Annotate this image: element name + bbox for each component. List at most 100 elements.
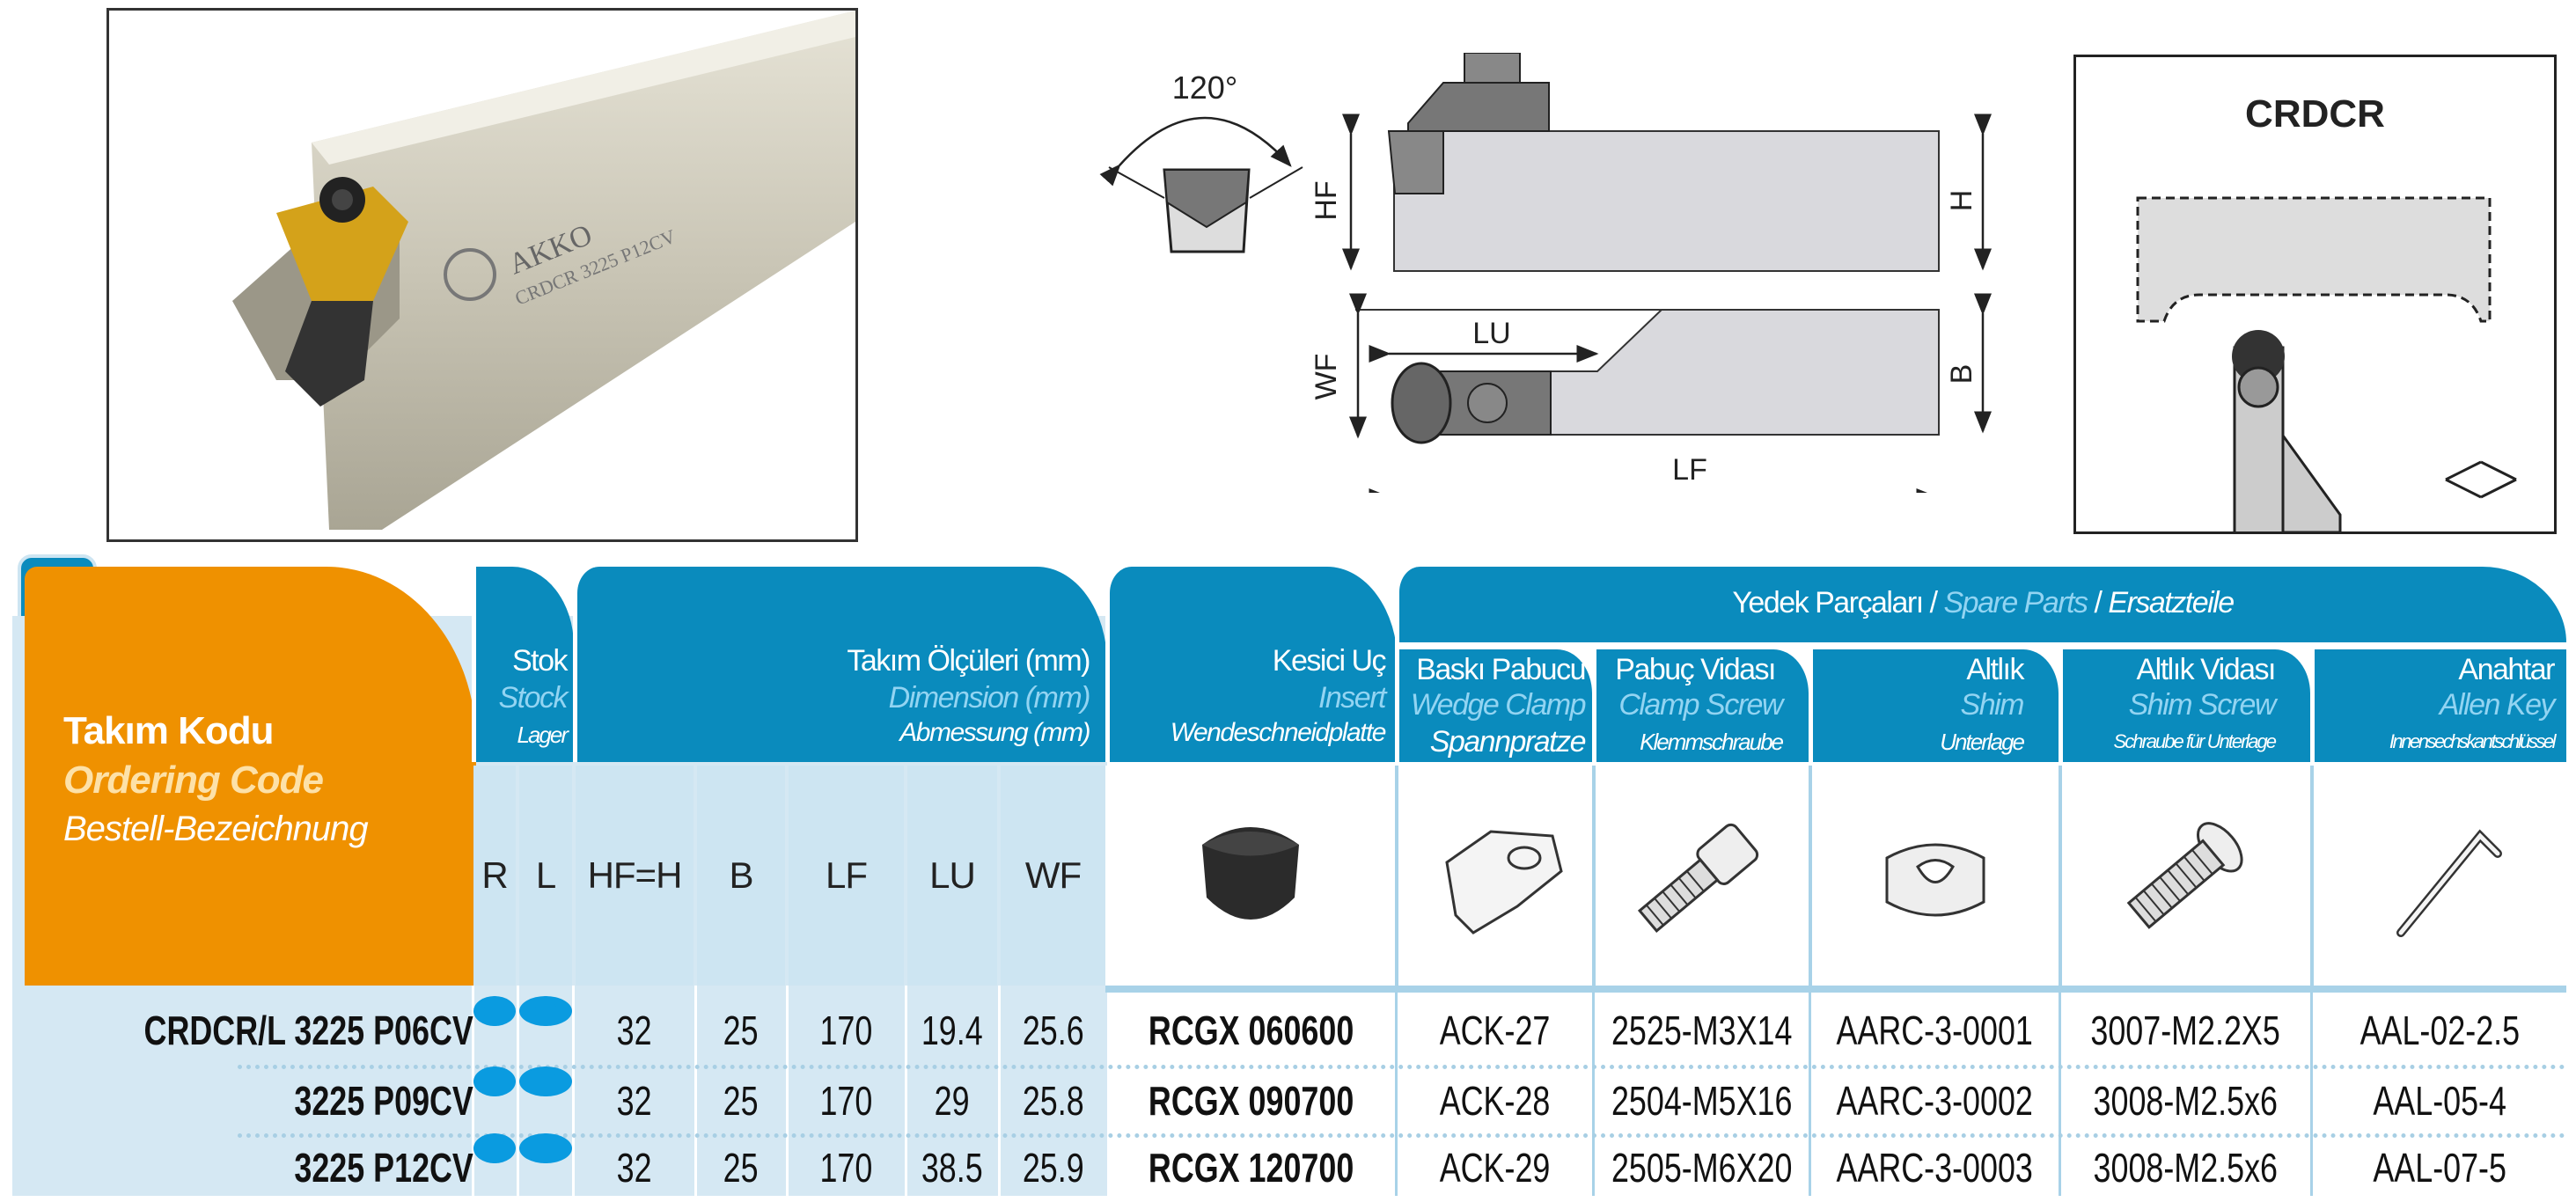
key-value: AAL-05-4 [2373, 1078, 2506, 1124]
wf-value: 25.8 [1022, 1078, 1084, 1124]
key-cell: AAL-05-4 [2313, 1066, 2566, 1135]
direction-arrows-icon [2445, 460, 2517, 499]
code-label-de: Bestell-Bezeichnung [63, 810, 369, 848]
clamp-screw-header: Pabuç Vidası Clamp Screw Klemmschraube [1592, 649, 1809, 762]
col-lu: LU [907, 766, 997, 986]
shim-screw-cell: 3008-M2.5x6 [2061, 1133, 2310, 1202]
insert-value: RCGX 090700 [1148, 1078, 1354, 1124]
b-value: 25 [723, 1145, 759, 1191]
col-b: B [697, 766, 785, 986]
shim-screw-header: Altlık Vidası Shim Screw Schraube für Un… [2059, 649, 2310, 762]
code-label-tr: Takım Kodu [63, 709, 275, 752]
insert-cell: RCGX 120700 [1107, 1133, 1395, 1202]
b-cell: 25 [697, 1133, 785, 1202]
code-label-en: Ordering Code [63, 759, 324, 802]
spare-label-en: Spare Parts [1943, 586, 2089, 619]
insert-cell: RCGX 060600 [1107, 996, 1395, 1065]
grid-line [905, 986, 907, 1196]
shim-value: AARC-3-0003 [1836, 1145, 2034, 1191]
lf-cell: 170 [789, 1066, 904, 1135]
clamp-screw-value: 2505-M6X20 [1611, 1145, 1793, 1191]
hf-cell: 32 [576, 1133, 694, 1202]
insert-value: RCGX 120700 [1148, 1145, 1354, 1191]
h-label: H [1945, 190, 1978, 212]
grid-line [1809, 986, 1811, 1196]
grid-line [472, 986, 474, 1196]
wf-value: 25.9 [1022, 1145, 1084, 1191]
shim-screw-value: 3008-M2.5x6 [2093, 1078, 2279, 1124]
code-cell: 3225 P09CV [25, 1066, 473, 1135]
shim-cell: AARC-3-0003 [1811, 1133, 2059, 1202]
lf-value: 170 [819, 1078, 873, 1124]
clamp-screw-image [1592, 766, 1809, 986]
clamp-screw-cell: 2505-M6X20 [1595, 1133, 1809, 1202]
lf-label: LF [1672, 453, 1707, 487]
angle-label: 120° [1172, 70, 1237, 106]
key-value: AAL-07-5 [2373, 1145, 2506, 1191]
clamp-screw-label-en: Clamp Screw [1618, 688, 1783, 722]
lf-cell: 170 [789, 996, 904, 1065]
in-stock-dot-icon [484, 996, 505, 1026]
lf-cell: 170 [789, 1133, 904, 1202]
lf-value: 170 [819, 1145, 873, 1191]
grid-line [786, 986, 789, 1196]
clamp-screw-cell: 2525-M3X14 [1595, 996, 1809, 1065]
spare-parts-header: Yedek Parçaları / Spare Parts / Ersatzte… [1395, 567, 2566, 642]
insert-value: RCGX 060600 [1148, 1008, 1354, 1053]
allen-key-header: Anahtar Allen Key Innensechskantschlüsse… [2310, 649, 2566, 762]
b-value: 25 [723, 1078, 759, 1124]
in-stock-dot-icon [535, 996, 556, 1026]
r-cell [473, 1133, 516, 1163]
wedge-value: ACK-27 [1439, 1008, 1551, 1053]
lu-cell: 19.4 [907, 996, 997, 1065]
insert-icon [1201, 827, 1299, 920]
insert-cell: RCGX 090700 [1107, 1066, 1395, 1135]
shim-cell: AARC-3-0002 [1811, 1066, 2059, 1135]
code-value: 3225 P09CV [294, 1078, 473, 1124]
shim-header: Altlık Shim Unterlage [1809, 649, 2059, 762]
clamp-screw-value: 2525-M3X14 [1611, 1008, 1793, 1053]
in-stock-dot-icon [484, 1133, 505, 1163]
product-photo: AKKO CRDCR 3225 P12CV [106, 8, 858, 542]
spare-label-tr: Yedek Parçaları [1732, 586, 1924, 619]
wedge-clamp-image [1395, 766, 1592, 986]
allen-key-image [2310, 766, 2566, 986]
clamp-screw-cell: 2504-M5X16 [1595, 1066, 1809, 1135]
insert-label-en: Insert [1317, 681, 1387, 715]
col-hf-h: HF=H [576, 766, 694, 986]
in-stock-dot-icon [484, 1066, 505, 1096]
grid-line [1592, 986, 1595, 1196]
dimension-label-tr: Takım Ölçüleri (mm) [847, 644, 1090, 678]
hf-value: 32 [617, 1078, 652, 1124]
stock-label-en: Stock [498, 681, 568, 715]
stock-label-de: Lager [517, 722, 569, 748]
shim-label-tr: Altlık [1966, 653, 2024, 686]
col-l: L [519, 766, 572, 986]
code-value: 3225 P12CV [294, 1145, 473, 1191]
shim-screw-value: 3007-M2.2X5 [2090, 1008, 2281, 1053]
dimension-label-de: Abmessung (mm) [899, 718, 1090, 747]
crdcr-schematic: CRDCR [2073, 55, 2557, 534]
b-cell: 25 [697, 996, 785, 1065]
l-cell [519, 1066, 572, 1096]
spare-label-de: Ersatzteile [2108, 586, 2235, 619]
l-cell [519, 996, 572, 1026]
key-label-en: Allen Key [2439, 688, 2556, 722]
r-cell [473, 1066, 516, 1096]
wedge-label-en: Wedge Clamp [1410, 688, 1587, 722]
row-separator [238, 1133, 2566, 1138]
hf-cell: 32 [576, 1066, 694, 1135]
lf-value: 170 [819, 1008, 873, 1053]
wedge-cell: ACK-29 [1398, 1133, 1592, 1202]
shim-label-de: Unterlage [1940, 729, 2025, 755]
key-cell: AAL-02-2.5 [2313, 996, 2566, 1065]
wedge-cell: ACK-28 [1398, 1066, 1592, 1135]
l-cell [519, 1133, 572, 1163]
lu-cell: 29 [907, 1066, 997, 1135]
grid-line [1395, 986, 1398, 1196]
shim-screw-value: 3008-M2.5x6 [2093, 1145, 2279, 1191]
stock-header: Stok Stock Lager [472, 567, 574, 762]
hf-label: HF [1310, 180, 1343, 220]
